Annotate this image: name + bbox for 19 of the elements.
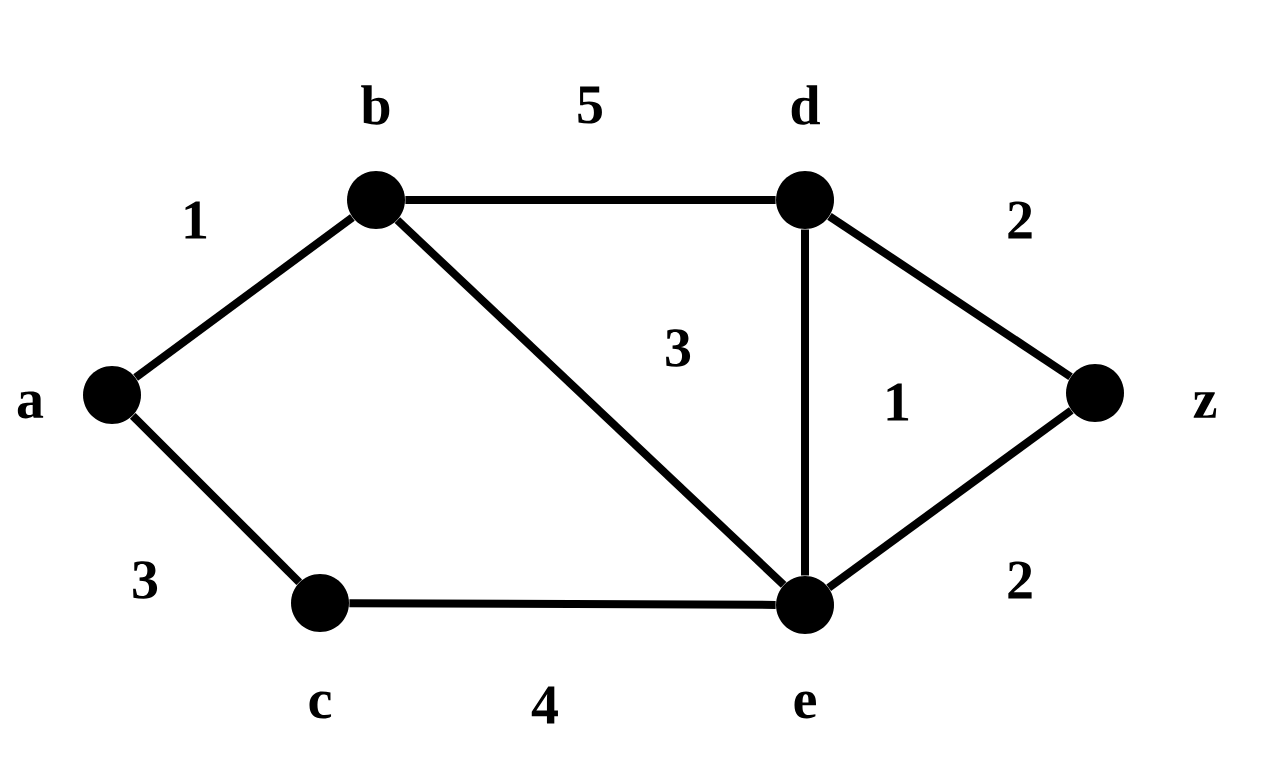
edge-line <box>133 214 355 381</box>
vertex-label: c <box>309 691 332 719</box>
edge-label: 2 <box>1004 559 1036 601</box>
edge-label: 1 <box>881 381 913 423</box>
vertex-label: b <box>361 85 390 125</box>
vertex-label: z <box>1193 392 1217 418</box>
edge-label: 1 <box>179 199 211 241</box>
edge-line <box>129 412 303 586</box>
edge-line <box>827 212 1073 381</box>
edge-label: 3 <box>662 327 694 369</box>
edge-line <box>394 217 787 588</box>
edge-label: 3 <box>129 559 161 601</box>
vertex-label: e <box>794 691 816 719</box>
edge-line <box>826 407 1074 591</box>
edge-label: 5 <box>574 84 606 126</box>
vertex-label: d <box>791 85 820 125</box>
edge-label: 4 <box>529 684 561 726</box>
vertex-label: a <box>17 391 44 419</box>
edge-label: 2 <box>1004 199 1036 241</box>
